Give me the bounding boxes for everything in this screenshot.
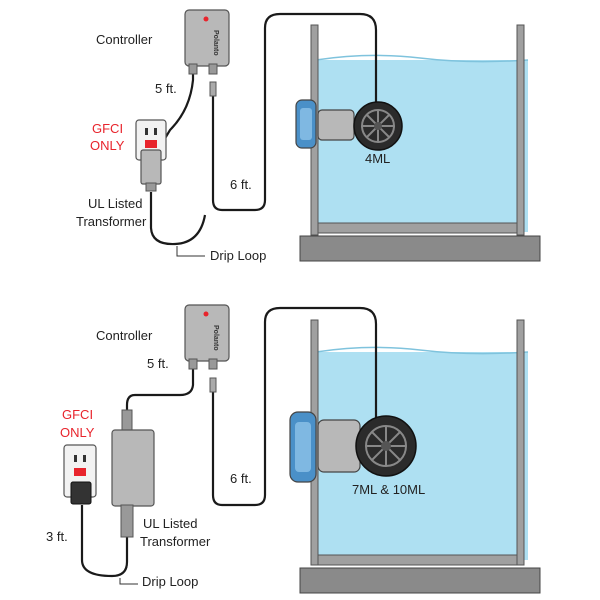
top-drip-loop-leader [176, 246, 205, 257]
bottom-controller-brand: Polanto [212, 325, 219, 351]
bottom-outlet-plug [70, 481, 92, 505]
top-transformer [140, 149, 162, 185]
top-gfci-label-2: ONLY [90, 138, 125, 153]
bottom-pump-cable-length: 6 ft. [230, 471, 252, 486]
bottom-pump-model-label: 7ML & 10ML [352, 482, 425, 497]
top-water [316, 60, 528, 232]
top-controller-led [203, 16, 209, 22]
top-controller-body [184, 9, 230, 67]
top-tank-wall-right [516, 24, 525, 236]
bottom-controller-cable-length: 5 ft. [147, 356, 169, 371]
bottom-drip-loop-leader [119, 578, 138, 585]
bottom-controller-to-transformer-cable [125, 358, 195, 430]
top-cables [149, 12, 378, 246]
bottom-drip-loop-cable [80, 505, 129, 578]
top-controller-to-transformer-cable [157, 65, 195, 151]
bottom-tank-bottom [317, 554, 518, 566]
bottom-controller-led [203, 311, 209, 317]
top-gfci-label-1: GFCI [92, 121, 123, 136]
bottom-cables [80, 306, 378, 578]
top-cable-connector [209, 81, 217, 97]
top-controller-cable-length: 5 ft. [155, 81, 177, 96]
bottom-outlet-gfci-indicator [74, 468, 86, 476]
top-water-surface [315, 54, 529, 63]
top-aquarium [299, 24, 541, 262]
bottom-controller-body [184, 304, 230, 362]
top-pump-model-label: 4ML [365, 151, 390, 166]
bottom-gfci-label-2: ONLY [60, 425, 95, 440]
bottom-pump-cable [211, 306, 378, 507]
bottom-transformer-body [111, 429, 155, 507]
bottom-tank-wall-right [516, 319, 525, 566]
bottom-drip-loop-label: Drip Loop [142, 574, 198, 589]
bottom-water-surface [315, 346, 529, 355]
bottom-transformer-label-2: Transformer [140, 534, 211, 549]
top-pump-cable-length: 6 ft. [230, 177, 252, 192]
bottom-cable-connector [209, 377, 217, 393]
top-transformer-label-2: Transformer [76, 214, 147, 229]
top-gfci-outlet [135, 119, 167, 192]
top-pump-cable [211, 12, 378, 212]
top-setup: Polanto [76, 9, 541, 263]
top-tank-stand [299, 235, 541, 262]
bottom-inner-magnet [317, 419, 361, 473]
bottom-outlet-cable-length: 3 ft. [46, 529, 68, 544]
top-outlet-gfci-indicator [145, 140, 157, 148]
bottom-gfci-outlet [63, 444, 97, 505]
top-pump [295, 99, 403, 151]
top-transformer-label-1: UL Listed [88, 196, 142, 211]
bottom-setup: Polanto [46, 304, 541, 594]
bottom-controller: Polanto [184, 304, 230, 393]
bottom-controller-label: Controller [96, 328, 153, 343]
top-drip-loop-cable [149, 192, 207, 246]
bottom-gfci-label-1: GFCI [62, 407, 93, 422]
top-controller-plug-right [208, 63, 218, 75]
bottom-transformer-label-1: UL Listed [143, 516, 197, 531]
top-controller: Polanto [184, 9, 230, 97]
top-drip-loop-label: Drip Loop [210, 248, 266, 263]
top-controller-label: Controller [96, 32, 153, 47]
bottom-tank-stand [299, 567, 541, 594]
top-controller-plug-left [188, 63, 198, 75]
bottom-transformer [111, 409, 155, 538]
top-tank-bottom [317, 222, 518, 234]
top-controller-brand: Polanto [212, 30, 219, 56]
top-inner-magnet [317, 109, 355, 141]
bottom-pump [289, 411, 417, 483]
